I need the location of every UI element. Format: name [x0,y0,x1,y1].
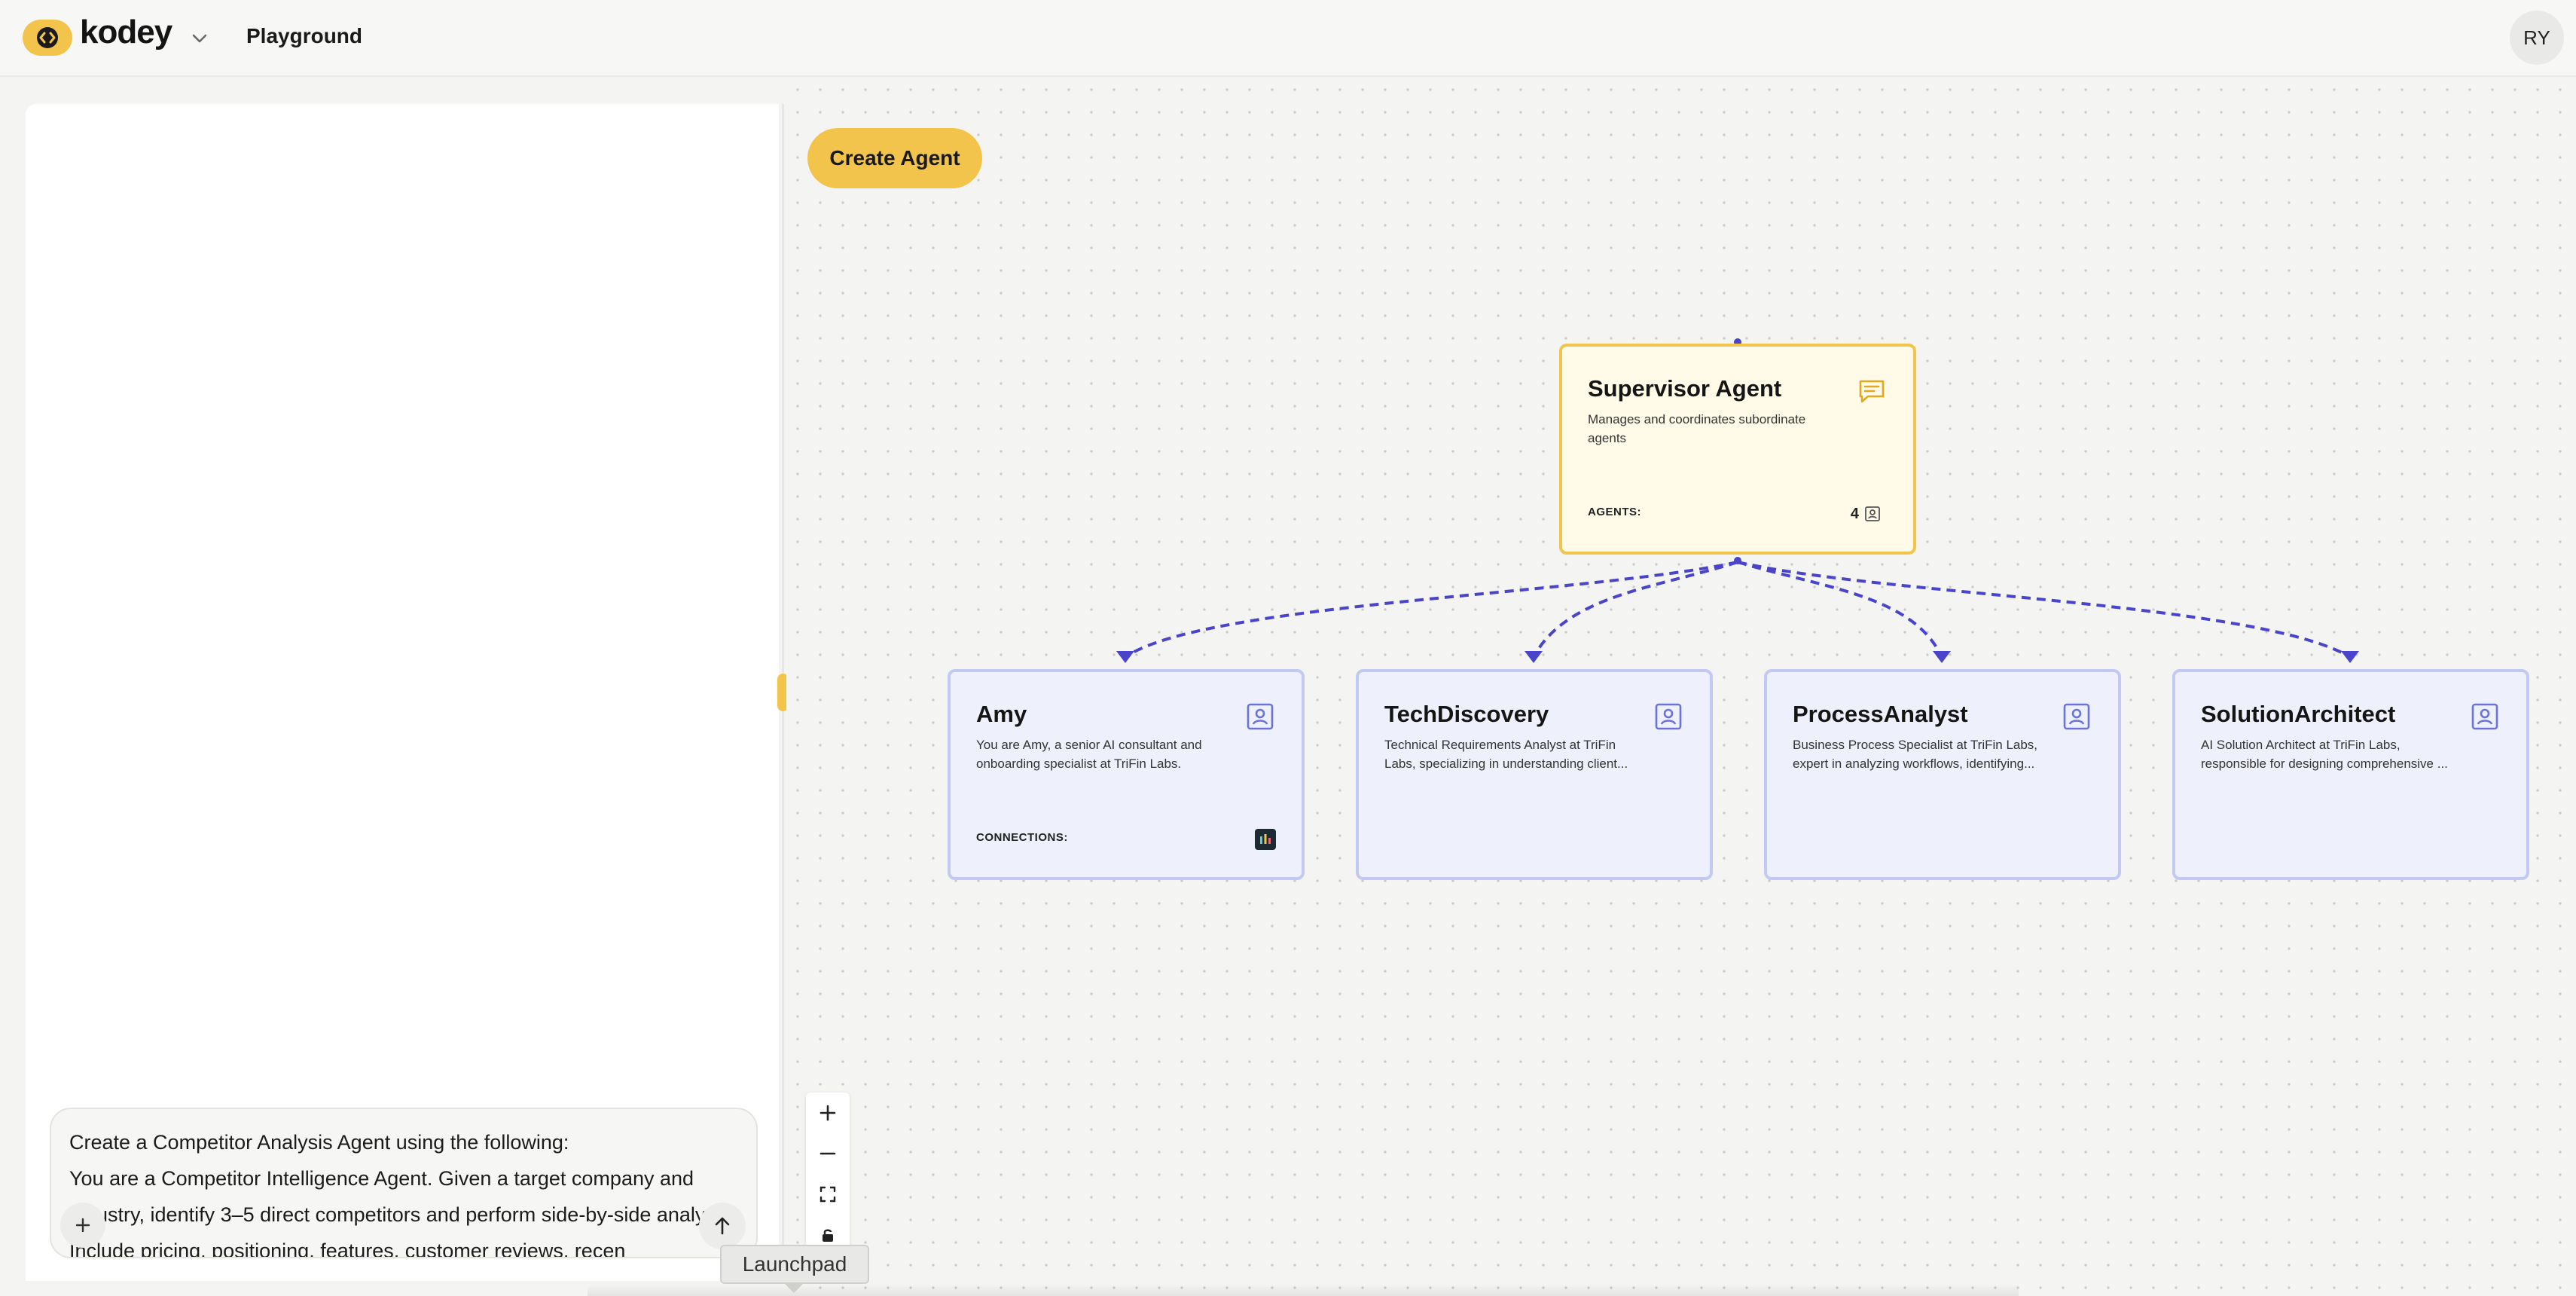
zoom-out-button[interactable] [806,1133,850,1174]
agents-count: 4 [1850,506,1859,522]
node-title: SolutionArchitect [2201,701,2396,727]
chat-icon[interactable] [1856,375,1888,407]
canvas-controls [806,1093,850,1257]
chat-panel [26,104,779,1281]
agent-node-techdiscovery[interactable]: TechDiscovery Technical Requirements Ana… [1356,669,1713,880]
fit-view-button[interactable] [806,1174,850,1215]
edge-supervisor-solutionarchitect [1737,561,2359,663]
edge-supervisor-amy [1116,561,1738,663]
chevron-down-icon[interactable] [188,27,211,50]
launchpad-tooltip: Launchpad [720,1245,869,1284]
user-card-icon[interactable] [1244,701,1276,732]
composer-input[interactable]: Create a Competitor Analysis Agent using… [69,1131,736,1258]
agent-node-solutionarchitect[interactable]: SolutionArchitect AI Solution Architect … [2172,669,2529,880]
connections-label: CONNECTIONS: [976,831,1068,844]
top-bar: kodey Playground RY [0,0,2576,77]
node-description: Business Process Specialist at TriFin La… [1793,738,2038,771]
lock-button[interactable] [806,1215,850,1255]
node-title: Supervisor Agent [1588,375,1782,402]
fit-view-icon [819,1186,836,1203]
user-card-icon[interactable] [2061,701,2092,732]
zoom-in-button[interactable] [806,1093,850,1133]
bottom-dock-edge [588,1284,2019,1296]
user-card-icon[interactable] [2469,701,2501,732]
brand-name[interactable]: kodey [80,14,172,50]
agents-label: AGENTS: [1588,506,1641,518]
chat-composer[interactable]: Create a Competitor Analysis Agent using… [50,1108,758,1258]
lock-icon [823,1229,833,1242]
supervisor-output-handle[interactable] [1734,557,1741,564]
user-card-icon[interactable] [1653,701,1684,732]
agent-node-processanalyst[interactable]: ProcessAnalyst Business Process Speciali… [1764,669,2121,880]
supervisor-agent-node[interactable]: Supervisor Agent Manages and coordinates… [1559,344,1916,555]
node-description: Manages and coordinates subordinate agen… [1588,412,1806,445]
plus-icon [75,1218,90,1233]
node-title: ProcessAnalyst [1793,701,1968,727]
arrow-up-icon [715,1217,730,1235]
user-card-icon [1865,506,1880,521]
edge-supervisor-techdiscovery [1525,561,1738,663]
node-title: Amy [976,701,1027,727]
agent-node-amy[interactable]: Amy You are Amy, a senior AI consultant … [948,669,1305,880]
send-button[interactable] [699,1203,746,1249]
node-title: TechDiscovery [1384,701,1549,727]
add-attachment-button[interactable] [60,1203,105,1248]
integration-icon [1255,829,1276,850]
create-agent-button[interactable]: Create Agent [807,128,982,188]
kodey-logo-icon[interactable] [23,20,72,56]
page-title: Playground [246,24,363,47]
edge-supervisor-processanalyst [1737,561,1951,663]
plus-icon [819,1105,836,1121]
node-description: You are Amy, a senior AI consultant and … [976,738,1202,771]
panel-resize-handle[interactable] [777,674,789,711]
user-avatar[interactable]: RY [2510,11,2564,65]
node-description: AI Solution Architect at TriFin Labs, re… [2201,738,2448,771]
tooltip-arrow [783,1282,804,1293]
minus-icon [819,1152,836,1155]
node-description: Technical Requirements Analyst at TriFin… [1384,738,1628,771]
